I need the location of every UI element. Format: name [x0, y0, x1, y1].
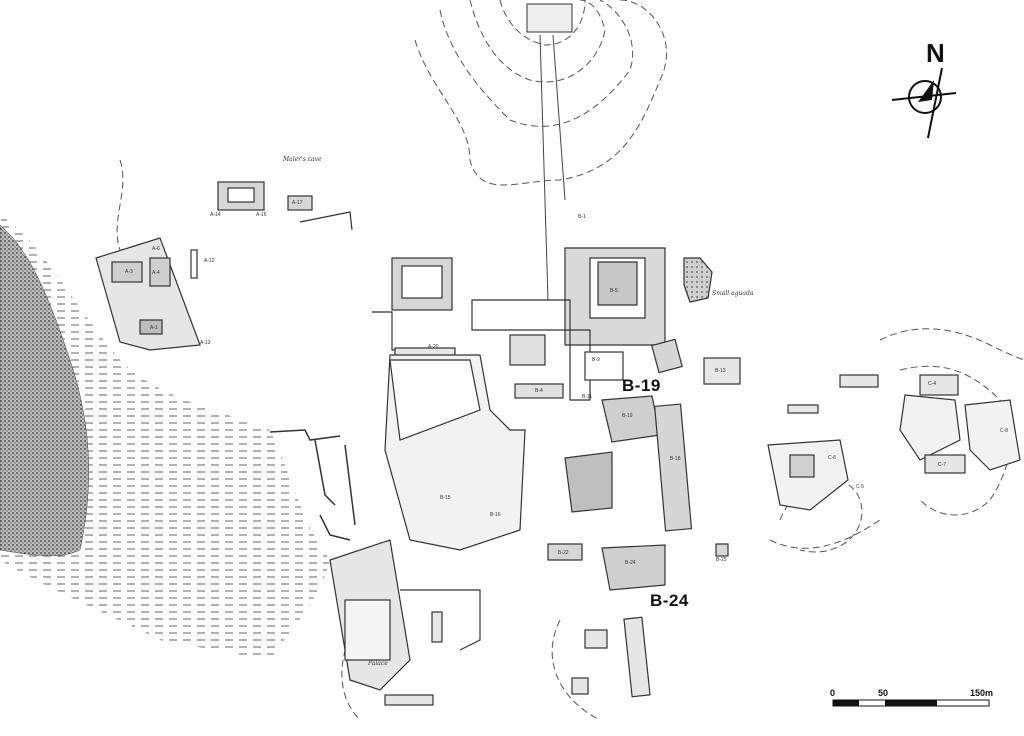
label-c6: C-6 [828, 455, 837, 461]
label-a1: A-1 [150, 325, 158, 331]
label-b1: B-1 [578, 214, 586, 220]
label-b13: B-13 [715, 368, 726, 374]
label-b16: B-16 [490, 512, 501, 518]
label-b24: B-24 [650, 591, 689, 610]
label-b15: B-15 [440, 495, 451, 501]
scale-tick-50: 50 [878, 688, 889, 698]
label-c5: C-5 [856, 484, 865, 490]
group-a [95, 181, 456, 361]
label-b25: B-25 [716, 557, 727, 563]
causeway [526, 3, 573, 301]
group-b [384, 247, 741, 591]
wall-lines [269, 429, 356, 541]
contour-lines [116, 0, 1024, 721]
label-b22: B-22 [558, 550, 569, 556]
label-b9: B-9 [592, 357, 600, 363]
label-c8: C-8 [1000, 428, 1009, 434]
compass-icon [891, 67, 957, 139]
label-c7: C-7 [938, 462, 947, 468]
label-a6: A-6 [152, 246, 160, 252]
label-a17: A-17 [292, 200, 303, 206]
label-b19-small: B-19 [622, 413, 633, 419]
north-letter: N [926, 38, 945, 68]
label-b11: B-11 [582, 394, 593, 400]
label-c4: C-4 [928, 381, 937, 387]
label-a4: A-4 [152, 270, 160, 276]
label-b5: B-5 [610, 288, 618, 294]
note-palace: Palace [368, 660, 388, 667]
north-arrow: N [890, 38, 960, 143]
note-aguada: Small aguada [712, 290, 754, 297]
note-cave: Maler's cave [283, 156, 322, 163]
label-a3: A-3 [125, 269, 133, 275]
group-c [767, 374, 1021, 511]
label-b4: B-4 [535, 388, 543, 394]
scale-bar: 0 50 150m [830, 688, 994, 708]
label-a14: A-14 [210, 212, 221, 218]
label-a13: A-13 [200, 340, 211, 346]
swamp-area [0, 215, 330, 660]
label-a12: A-12 [204, 258, 215, 264]
label-a20: A-20 [428, 344, 439, 350]
scale-tick-150: 150m [970, 688, 994, 698]
scale-ruler [832, 699, 990, 707]
label-a16: A-16 [256, 212, 267, 218]
label-b19: B-19 [622, 376, 661, 395]
scale-tick-0: 0 [830, 688, 836, 698]
group-south [329, 539, 651, 706]
label-b24-small: B-24 [625, 560, 636, 566]
label-b18: B-18 [670, 456, 681, 462]
